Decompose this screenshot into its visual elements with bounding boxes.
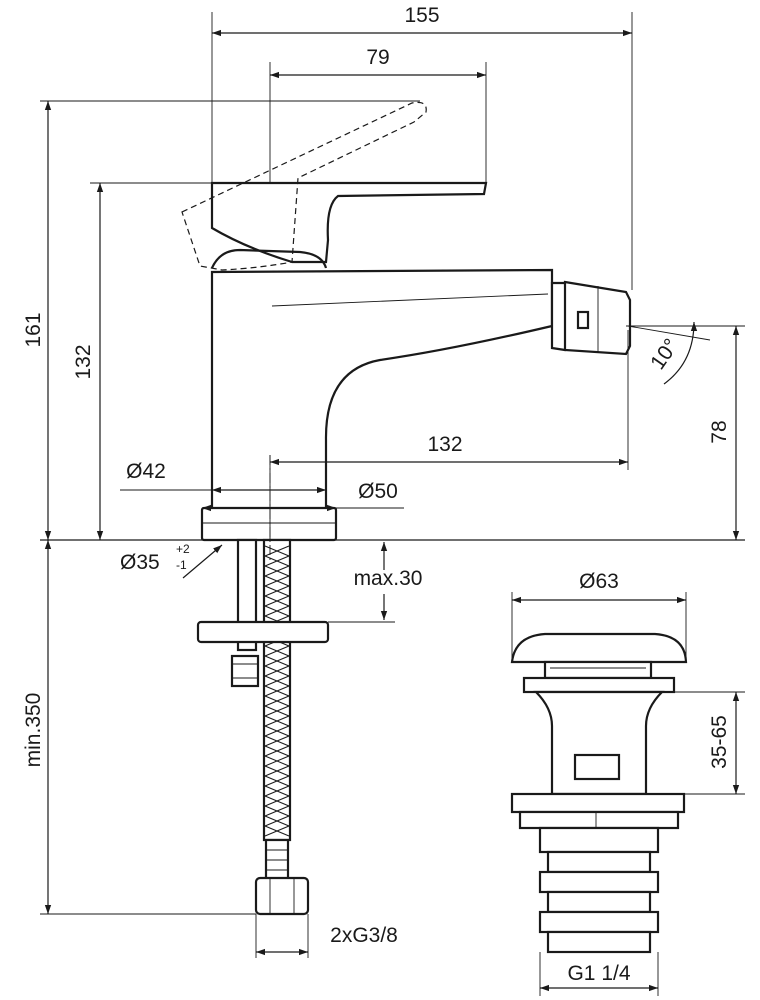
- dim-hole-diameter: Ø35: [120, 551, 160, 574]
- dim-spout-reach-top: 79: [366, 46, 389, 69]
- dim-height-body: 132: [72, 344, 95, 379]
- dim-hole-tol-plus: +2: [176, 542, 190, 556]
- dim-waste-range: 35-65: [708, 715, 731, 769]
- waste-drain: [510, 632, 688, 954]
- dim-waste-diameter: Ø63: [579, 570, 619, 593]
- dimension-lines: [40, 12, 745, 996]
- dim-spout-height: 78: [708, 420, 731, 443]
- dim-hole-tol-minus: -1: [176, 558, 187, 572]
- dim-diameter-base: Ø50: [358, 480, 398, 503]
- dim-waste-thread: G1 1/4: [567, 962, 630, 985]
- dim-angle: 10°: [646, 335, 683, 374]
- faucet-outline: [40, 101, 745, 542]
- dim-diameter-body: Ø42: [126, 460, 166, 483]
- dim-height-total: 161: [22, 312, 45, 347]
- dim-max-thickness: max.30: [354, 567, 423, 590]
- dim-width-total: 155: [404, 4, 439, 27]
- dim-min-length: min.350: [22, 693, 45, 768]
- supply-assembly: [196, 538, 330, 916]
- dim-connection: 2xG3/8: [330, 924, 398, 947]
- dim-spout-reach: 132: [427, 433, 462, 456]
